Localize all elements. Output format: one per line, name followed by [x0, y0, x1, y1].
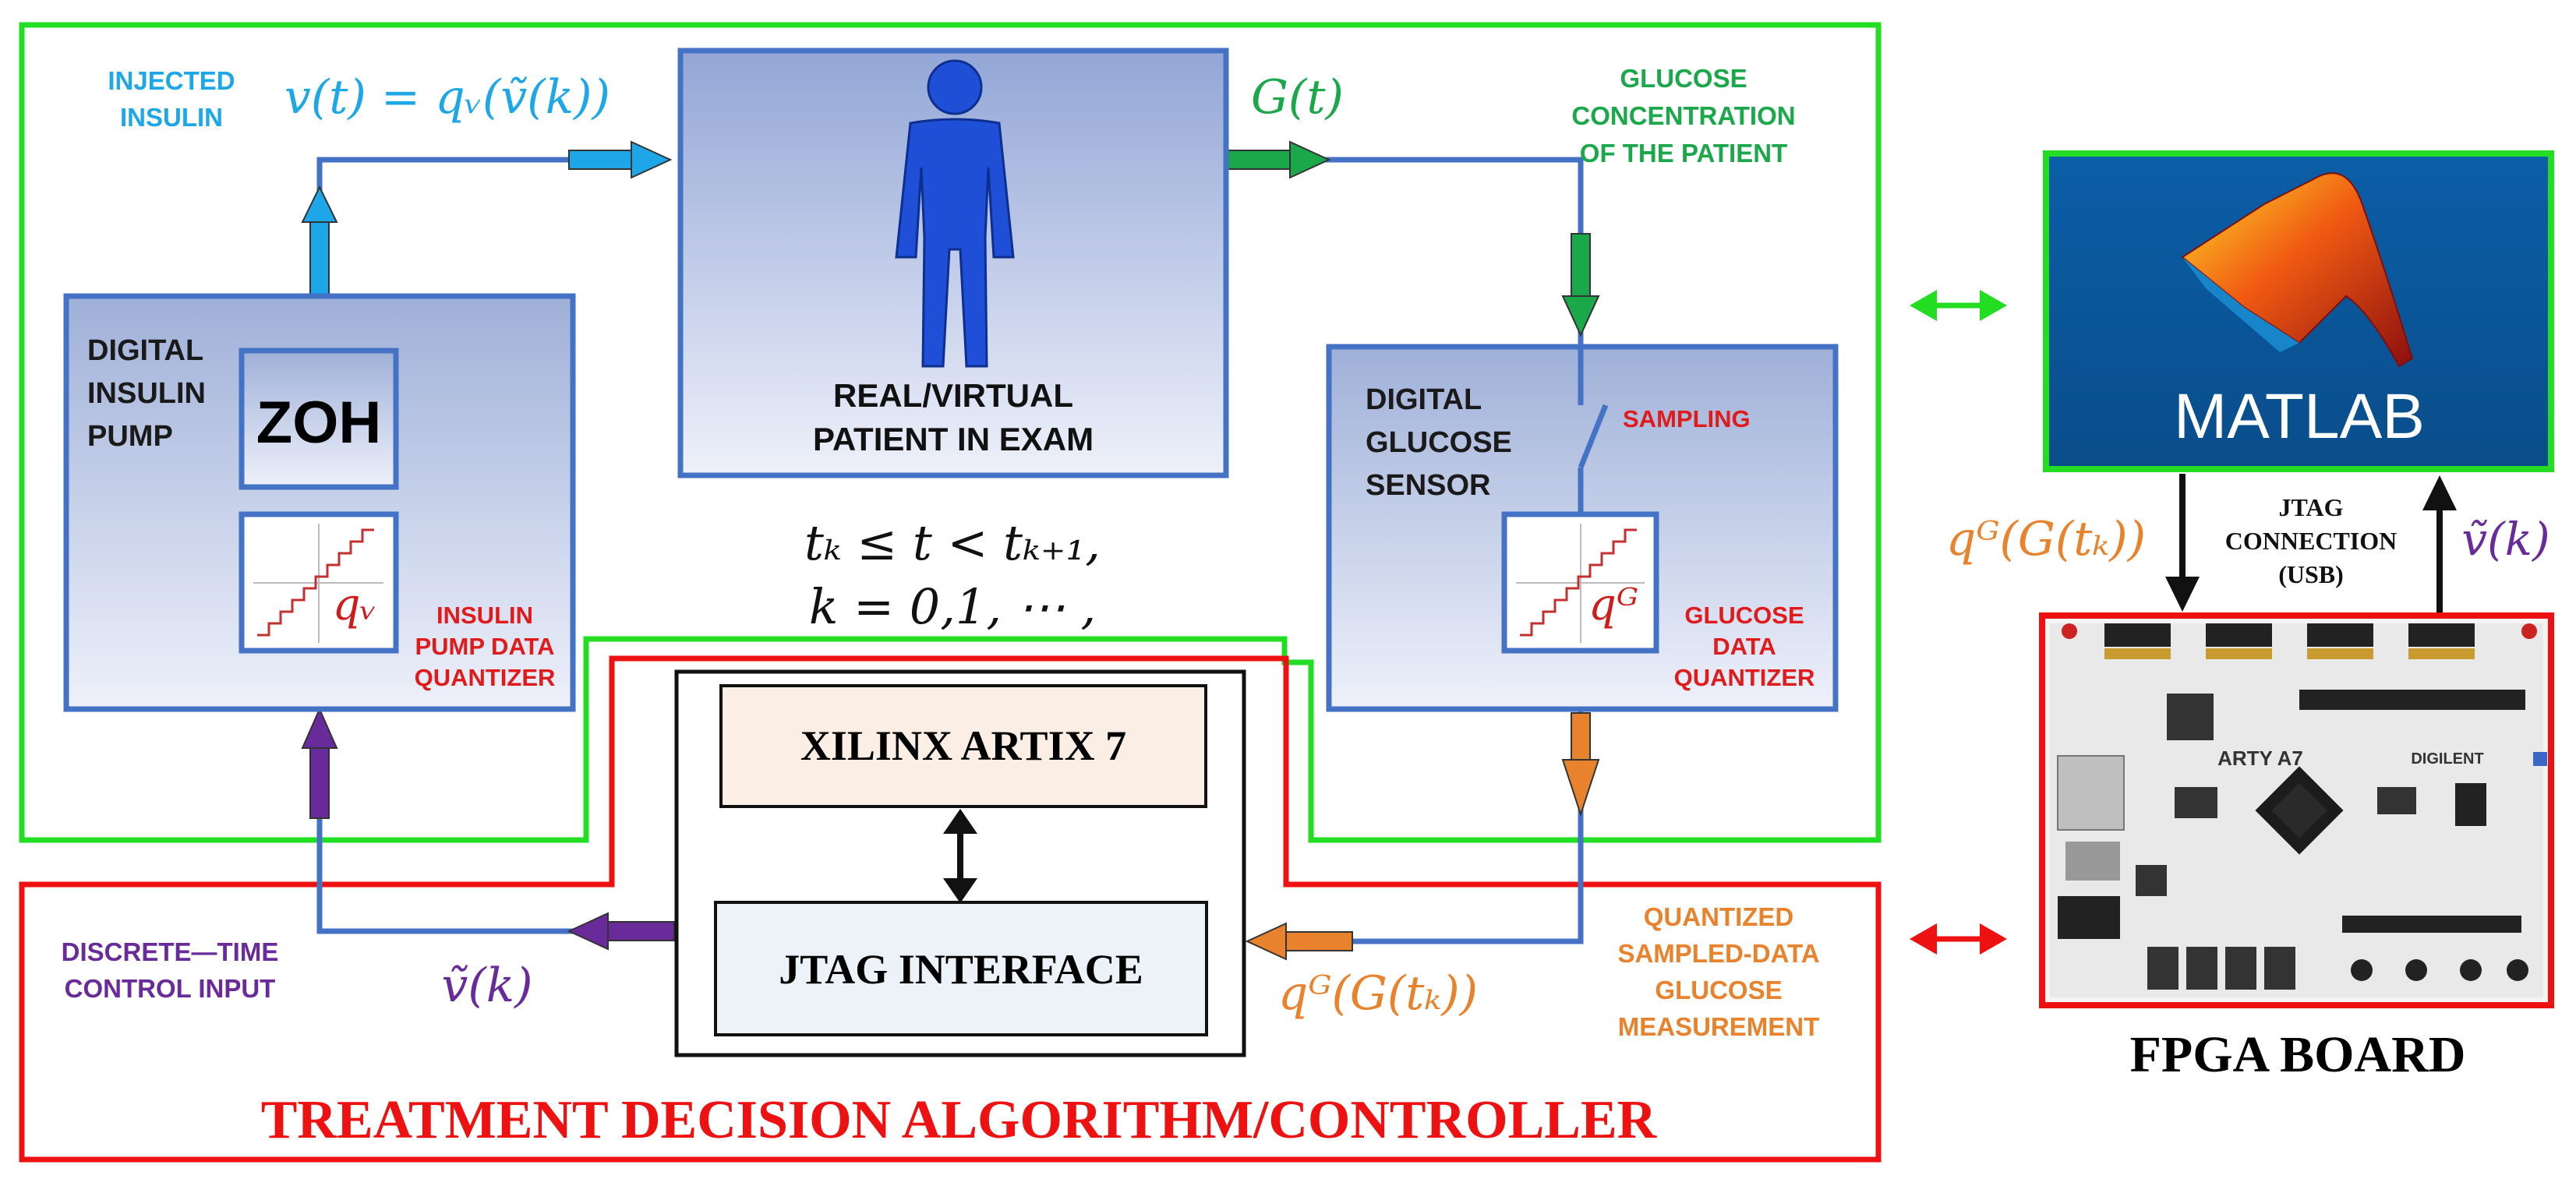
fpga-board-picture: ARTY A7 DIGILENT	[2039, 612, 2554, 1008]
fpga-board-label: FPGA BOARD	[2130, 1026, 2466, 1083]
arrow-to-jtag-orange	[1245, 922, 1353, 961]
quantized-measurement-label: QUANTIZED SAMPLED-DATA GLUCOSE MEASUREME…	[1617, 902, 1819, 1041]
quantized-measurement-line-1: QUANTIZED	[1644, 902, 1794, 931]
glucose-quantizer-line-2: DATA	[1712, 633, 1776, 660]
discrete-time-line-1: DISCRETE—TIME	[62, 937, 279, 966]
glucose-quantizer-line-1: GLUCOSE	[1684, 602, 1804, 629]
sampling-switch-icon	[1578, 347, 1609, 514]
sensor-label-line-2: GLUCOSE	[1366, 426, 1512, 459]
jtag-connection-line-2: CONNECTION	[2225, 527, 2397, 555]
patient-label-line-2: PATIENT IN EXAM	[813, 421, 1094, 457]
qg-measurement-label: qᴳ(G(tₖ))	[1278, 966, 1478, 1021]
pump-label-line-1: DIGITAL	[87, 334, 203, 367]
xilinx-box	[719, 684, 1207, 808]
digilent-label: DIGILENT	[2411, 750, 2483, 768]
qv-symbol: qᵥ	[333, 580, 377, 630]
glucose-staircase-icon	[1516, 524, 1645, 643]
arrow-to-pump-purple	[301, 707, 338, 819]
red-region-frame	[19, 655, 1882, 1163]
line-jtag-to-pump	[316, 818, 651, 934]
jtag-connection-line-3: (USB)	[2278, 560, 2344, 588]
glucose-concentration-line-3: OF THE PATIENT	[1580, 139, 1787, 168]
glucose-concentration-line-1: GLUCOSE	[1620, 64, 1747, 93]
sensor-label-line-3: SENSOR	[1366, 469, 1490, 502]
time-equation: tₖ ≤ t < tₖ₊₁, k = 0,1, ⋯ ,	[804, 514, 1101, 635]
line-patient-to-sensor	[1228, 157, 1584, 234]
red-double-arrow	[1910, 923, 2007, 955]
arrow-to-sensor-green	[1561, 233, 1600, 337]
line-pump-to-patient	[316, 157, 569, 296]
patient-label-line-1: REAL/VIRTUAL	[833, 377, 1073, 414]
matlab-logo	[2181, 172, 2414, 368]
internal-bidirectional-arrow	[943, 809, 977, 903]
v-equation: v(t) = qᵥ(ṽ(k))	[284, 70, 610, 125]
patient-label: REAL/VIRTUAL PATIENT IN EXAM	[813, 377, 1094, 457]
pump-label-line-3: PUMP	[87, 420, 173, 453]
glucose-quantizer-line-3: QUANTIZER	[1674, 664, 1815, 691]
glucose-concentration-label: GLUCOSE CONCENTRATION OF THE PATIENT	[1571, 64, 1795, 168]
jtag-interface-label: JTAG INTERFACE	[779, 946, 1143, 993]
glucose-concentration-line-2: CONCENTRATION	[1571, 101, 1795, 130]
arrow-pump-output-cyan	[301, 185, 338, 297]
zoh-label: ZOH	[256, 390, 381, 456]
arrow-control-input-purple	[567, 912, 675, 951]
matlab-label: MATLAB	[2174, 381, 2425, 452]
glucose-quantizer-label: GLUCOSE DATA QUANTIZER	[1674, 602, 1815, 691]
arrow-fpga-to-matlab	[2422, 475, 2457, 613]
xilinx-label: XILINX ARTIX 7	[800, 722, 1126, 769]
jtag-connection-label: JTAG CONNECTION (USB)	[2225, 493, 2397, 588]
pump-label: DIGITAL INSULIN PUMP	[87, 334, 206, 453]
qg-left-label: qᴳ(G(tₖ))	[1946, 512, 2146, 567]
pump-quantizer-line-1: INSULIN	[436, 602, 533, 629]
v-tilde-label: ṽ(k)	[441, 958, 532, 1013]
green-double-arrow	[1910, 290, 2007, 321]
arrow-injected-insulin-cyan	[568, 140, 673, 179]
injected-insulin-line-1: INJECTED	[108, 66, 235, 95]
quantized-measurement-line-2: SAMPLED-DATA	[1617, 939, 1819, 968]
jtag-interface-box	[714, 901, 1208, 1036]
v-tilde-right-label: ṽ(k)	[2461, 513, 2549, 566]
g-of-t-label: G(t)	[1251, 70, 1344, 125]
jtag-connection-line-1: JTAG	[2279, 493, 2344, 521]
arrow-quantized-glucose-orange	[1561, 712, 1600, 817]
quantized-measurement-line-3: GLUCOSE	[1655, 976, 1782, 1004]
line-sensor-to-jtag	[1352, 783, 1584, 944]
sensor-label: DIGITAL GLUCOSE SENSOR	[1366, 383, 1512, 502]
person-icon	[895, 59, 1015, 368]
treatment-title: TREATMENT DECISION ALGORITHM/CONTROLLER	[261, 1090, 1658, 1150]
pump-staircase-icon	[253, 524, 383, 643]
injected-insulin-label: INJECTED INSULIN	[108, 66, 235, 132]
qg-symbol: qᴳ	[1588, 580, 1638, 630]
pump-label-line-2: INSULIN	[87, 377, 206, 410]
arrow-matlab-to-fpga	[2165, 474, 2200, 612]
discrete-time-line-2: CONTROL INPUT	[65, 974, 276, 1003]
time-equation-line-1: tₖ ≤ t < tₖ₊₁,	[804, 514, 1101, 571]
pump-quantizer-line-2: PUMP DATA	[415, 633, 554, 660]
sampling-label: SAMPLING	[1623, 405, 1751, 432]
zoh-box	[239, 348, 399, 490]
quantized-measurement-line-4: MEASUREMENT	[1618, 1012, 1820, 1041]
time-equation-line-2: k = 0,1, ⋯ ,	[809, 578, 1096, 635]
discrete-time-label: DISCRETE—TIME CONTROL INPUT	[62, 937, 279, 1003]
injected-insulin-line-2: INSULIN	[120, 103, 223, 132]
arty-label: ARTY A7	[2217, 747, 2303, 770]
pump-quantizer-label: INSULIN PUMP DATA QUANTIZER	[415, 602, 556, 691]
pump-quantizer-line-3: QUANTIZER	[415, 664, 556, 691]
sensor-label-line-1: DIGITAL	[1366, 383, 1482, 416]
arrow-glucose-green	[1227, 140, 1331, 179]
